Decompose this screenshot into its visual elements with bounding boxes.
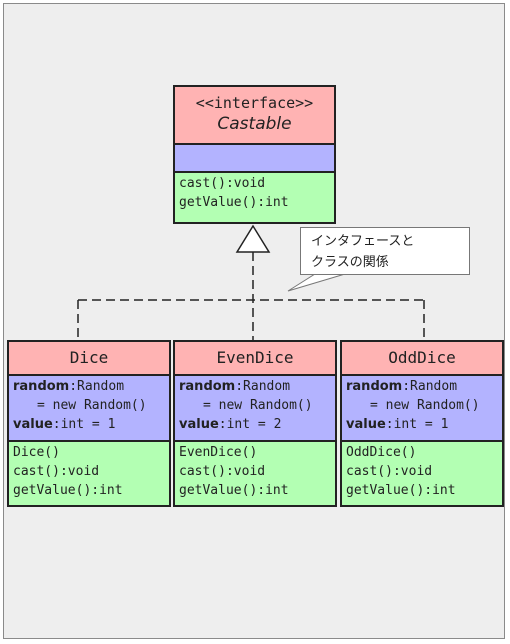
- attribute-name: value: [346, 417, 386, 432]
- operation: Dice(): [13, 445, 60, 460]
- attribute-type: :Random: [402, 379, 458, 394]
- operation: OddDice(): [346, 445, 417, 460]
- attribute-initializer: = new Random(): [370, 398, 480, 413]
- note-pointer: [287, 273, 346, 292]
- operation: getValue():int: [346, 483, 456, 498]
- class-odddice[interactable]: OddDice random:Random = new Random() val…: [340, 340, 504, 507]
- attribute-type: :int = 1: [385, 417, 449, 432]
- class-name: EvenDice: [175, 342, 335, 374]
- class-attributes: random:Random = new Random() value:int =…: [342, 374, 502, 440]
- interface-name: Castable: [217, 114, 292, 134]
- interface-castable[interactable]: <<interface>> Castable cast():void getVa…: [173, 85, 336, 224]
- attribute-name: random: [346, 379, 403, 394]
- operation: getValue():int: [13, 483, 123, 498]
- operation: cast():void: [179, 464, 266, 479]
- attribute-type: :int = 1: [52, 417, 116, 432]
- attribute-row: value:int = 1: [13, 415, 165, 434]
- interface-op: cast():void: [179, 176, 266, 191]
- operation: cast():void: [13, 464, 100, 479]
- attribute-name: random: [13, 379, 70, 394]
- interface-attributes: [175, 143, 334, 171]
- attribute-row: random:Random: [13, 377, 165, 396]
- class-operations: Dice() cast():void getValue():int: [9, 440, 169, 505]
- realization-arrowhead: [235, 224, 271, 253]
- interface-op: getValue():int: [179, 195, 289, 210]
- operation: getValue():int: [179, 483, 289, 498]
- attribute-row: random:Random: [346, 377, 498, 396]
- class-name: OddDice: [342, 342, 502, 374]
- attribute-initializer: = new Random(): [37, 398, 147, 413]
- class-attributes: random:Random = new Random() value:int =…: [9, 374, 169, 440]
- note-line: インタフェースと: [311, 234, 415, 249]
- operation: cast():void: [346, 464, 433, 479]
- class-attributes: random:Random = new Random() value:int =…: [175, 374, 335, 440]
- note-box: インタフェースと クラスの関係: [300, 227, 470, 275]
- attribute-type: :int = 2: [218, 417, 282, 432]
- class-dice[interactable]: Dice random:Random = new Random() value:…: [7, 340, 171, 507]
- attribute-row: random:Random: [179, 377, 331, 396]
- interface-operations: cast():void getValue():int: [175, 171, 334, 222]
- interface-header: <<interface>> Castable: [175, 87, 334, 143]
- attribute-type: :Random: [235, 379, 291, 394]
- attribute-type: :Random: [69, 379, 125, 394]
- attribute-initializer: = new Random(): [203, 398, 313, 413]
- attribute-name: value: [179, 417, 219, 432]
- class-operations: EvenDice() cast():void getValue():int: [175, 440, 335, 505]
- operation: EvenDice(): [179, 445, 258, 460]
- class-name: Dice: [9, 342, 169, 374]
- attribute-row: value:int = 2: [179, 415, 331, 434]
- attribute-name: value: [13, 417, 53, 432]
- class-operations: OddDice() cast():void getValue():int: [342, 440, 502, 505]
- attribute-row: value:int = 1: [346, 415, 498, 434]
- interface-stereotype: <<interface>>: [195, 94, 314, 112]
- note-line: クラスの関係: [311, 255, 389, 270]
- attribute-name: random: [179, 379, 236, 394]
- class-evendice[interactable]: EvenDice random:Random = new Random() va…: [173, 340, 337, 507]
